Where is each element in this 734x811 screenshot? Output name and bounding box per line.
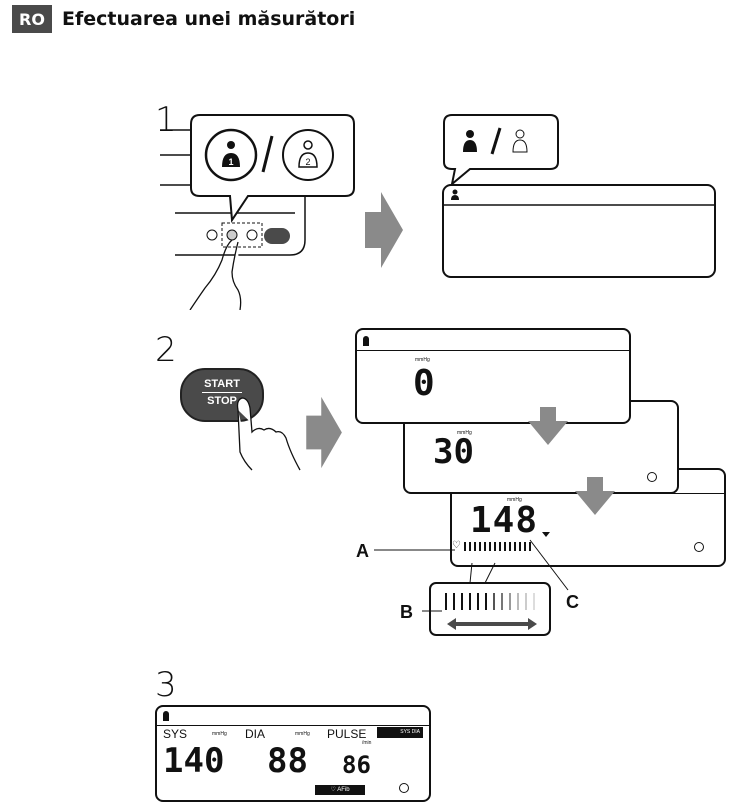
stop-label: STOP xyxy=(207,395,237,407)
svg-text:2: 2 xyxy=(305,157,310,167)
arrow-down-icon xyxy=(528,407,568,445)
cuff-icon xyxy=(399,783,409,793)
pulse-unit: /min xyxy=(362,740,372,746)
unit-label: mmHg xyxy=(507,497,522,503)
sys-dia-tag: SYS DIA xyxy=(377,727,423,738)
dia-label: DIA xyxy=(245,727,266,741)
arrow-right-icon xyxy=(306,396,342,469)
user1-icon xyxy=(163,711,169,721)
step1-device-illustration: 1 2 xyxy=(160,114,355,310)
pressure-bar xyxy=(464,542,534,551)
sys-label: SYS xyxy=(163,727,188,741)
sys-value: 140 xyxy=(163,741,225,781)
step-number-2: 2 xyxy=(155,330,177,370)
pulse-value: 86 xyxy=(342,751,371,779)
callout-a: A xyxy=(356,541,369,561)
sys-unit: mmHg xyxy=(212,731,227,737)
page-title: Efectuarea unei măsurători xyxy=(62,8,356,30)
start-stop-button[interactable]: START STOP xyxy=(180,368,264,422)
dia-value: 88 xyxy=(267,741,308,781)
callout-b: B xyxy=(400,602,413,622)
unit-label: mmHg xyxy=(415,357,430,363)
finger-illustration xyxy=(236,397,301,471)
header: RO Efectuarea unei măsurători xyxy=(12,5,355,33)
arrow-right-icon xyxy=(365,192,403,268)
step1-display xyxy=(442,114,716,278)
callout-lines xyxy=(374,539,569,636)
unit-label: mmHg xyxy=(457,430,472,436)
callout-c: C xyxy=(566,592,579,612)
afib-label: AFib xyxy=(337,787,350,793)
heart-icon: ♡ xyxy=(452,540,461,551)
arrow-down-icon xyxy=(575,477,615,515)
start-label: START xyxy=(204,378,240,390)
display-reading-0: mmHg 0 xyxy=(355,328,631,424)
pulse-label: PULSE xyxy=(327,727,367,741)
reading-value: 30 xyxy=(433,432,474,472)
final-result-display: SYS mmHg DIA mmHg PULSE /min SYS DIA 140… xyxy=(155,705,431,802)
heart-icon: ♡ xyxy=(330,787,338,793)
user2-circle xyxy=(282,129,334,181)
svg-text:1: 1 xyxy=(228,157,233,167)
afib-badge: ♡ AFib xyxy=(315,785,365,795)
step-number-3: 3 xyxy=(155,665,177,705)
display-stack: mmHg 148 ♡ mmHg 30 mmHg 0 xyxy=(350,325,730,625)
reading-value: 148 xyxy=(470,500,539,541)
cuff-icon xyxy=(647,472,657,482)
reading-value: 0 xyxy=(413,363,435,404)
dia-unit: mmHg xyxy=(295,731,310,737)
language-badge: RO xyxy=(12,5,52,33)
cuff-icon xyxy=(694,542,704,552)
user1-icon xyxy=(363,336,369,346)
